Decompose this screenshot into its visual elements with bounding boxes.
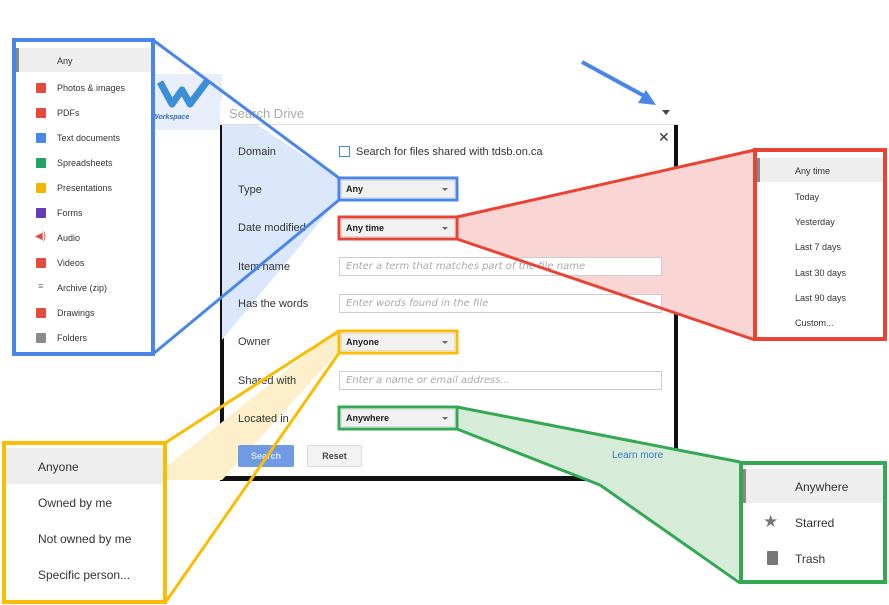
- owner-option-anyone[interactable]: Anyone: [6, 448, 163, 484]
- close-icon[interactable]: ✕: [658, 129, 670, 145]
- located-in-select[interactable]: Anywhere: [341, 409, 455, 427]
- type-option-pdfs[interactable]: PDFs: [16, 100, 151, 124]
- type-label: Type: [238, 184, 262, 196]
- type-option-archive[interactable]: ≡ Archive (zip): [38, 281, 108, 293]
- audio-icon: ◀): [35, 231, 47, 242]
- owner-option-not-owned-by-me[interactable]: Not owned by me: [38, 532, 132, 546]
- location-option-trash[interactable]: Trash: [743, 541, 883, 575]
- workspace-logo: Workspace: [152, 74, 222, 130]
- date-modified-select-value: Any time: [346, 223, 385, 233]
- search-drive-bar[interactable]: Search Drive: [220, 101, 678, 125]
- logo-text: Workspace: [152, 114, 190, 121]
- domain-label: Domain: [238, 146, 276, 158]
- has-words-input[interactable]: Enter words found in the file: [339, 294, 662, 313]
- type-option-folders[interactable]: Folders: [16, 325, 151, 349]
- video-icon: [36, 258, 46, 268]
- item-name-label: Item name: [238, 261, 290, 273]
- document-icon: [36, 133, 46, 143]
- type-option-audio[interactable]: ◀) Audio: [35, 231, 81, 243]
- shared-with-input[interactable]: Enter a name or email address...: [339, 371, 662, 390]
- location-option-starred[interactable]: ★ Starred: [763, 512, 835, 531]
- chevron-down-icon: [442, 188, 448, 191]
- owner-select-value: Anyone: [346, 337, 380, 347]
- type-option-text-documents[interactable]: Text documents: [16, 125, 151, 149]
- date-option-last-90-days[interactable]: Last 90 days: [795, 293, 847, 303]
- located-in-menu: Anywhere ★ Starred Trash: [739, 461, 887, 584]
- type-select[interactable]: Any: [341, 180, 455, 198]
- owner-label: Owner: [238, 336, 271, 348]
- search-button[interactable]: Search: [238, 445, 294, 467]
- type-select-value: Any: [346, 184, 364, 194]
- search-input[interactable]: Search Drive: [229, 106, 305, 121]
- item-name-input[interactable]: Enter a term that matches part of the fi…: [339, 257, 662, 276]
- location-option-anywhere[interactable]: Anywhere: [743, 469, 883, 503]
- forms-icon: [36, 208, 46, 218]
- domain-checkbox[interactable]: [339, 146, 350, 157]
- type-option-photos[interactable]: Photos & images: [16, 75, 151, 99]
- star-icon: ★: [763, 512, 779, 531]
- learn-more-link[interactable]: Learn more: [612, 450, 664, 461]
- located-in-select-value: Anywhere: [346, 413, 390, 423]
- type-option-any[interactable]: Any: [16, 48, 151, 72]
- archive-icon: ≡: [38, 281, 44, 291]
- located-in-label: Located in: [238, 413, 289, 425]
- chevron-down-icon: [442, 341, 448, 344]
- has-words-label: Has the words: [238, 298, 309, 310]
- type-option-presentations[interactable]: Presentations: [16, 175, 151, 199]
- date-option-last-30-days[interactable]: Last 30 days: [795, 268, 847, 278]
- owner-select[interactable]: Anyone: [341, 333, 455, 351]
- pdf-icon: [36, 108, 46, 118]
- date-option-any-time[interactable]: Any time: [757, 158, 883, 182]
- search-options-caret-icon[interactable]: [662, 110, 670, 115]
- date-option-custom[interactable]: Custom...: [795, 318, 834, 328]
- reset-button[interactable]: Reset: [307, 445, 362, 467]
- date-modified-select[interactable]: Any time: [341, 219, 455, 237]
- logo-mark-icon: [156, 77, 211, 108]
- drawing-icon: [36, 308, 46, 318]
- type-option-forms[interactable]: Forms: [16, 200, 151, 224]
- chevron-down-icon: [442, 417, 448, 420]
- image-icon: [36, 83, 46, 93]
- spreadsheet-icon: [36, 158, 46, 168]
- shared-with-label: Shared with: [238, 375, 297, 387]
- domain-checkbox-label: Search for files shared with tdsb.on.ca: [356, 146, 543, 158]
- date-modified-label: Date modified: [238, 222, 306, 234]
- type-option-videos[interactable]: Videos: [16, 250, 151, 274]
- presentation-icon: [36, 183, 46, 193]
- owner-option-owned-by-me[interactable]: Owned by me: [38, 496, 113, 510]
- type-option-drawings[interactable]: Drawings: [16, 300, 151, 324]
- date-option-last-7-days[interactable]: Last 7 days: [795, 242, 842, 252]
- type-option-spreadsheets[interactable]: Spreadsheets: [16, 150, 151, 174]
- date-option-today[interactable]: Today: [795, 192, 820, 202]
- owner-menu: Anyone Owned by me Not owned by me Speci…: [2, 441, 167, 604]
- date-modified-menu: Any time Today Yesterday Last 7 days Las…: [753, 148, 887, 341]
- date-option-yesterday[interactable]: Yesterday: [795, 217, 835, 227]
- chevron-down-icon: [442, 227, 448, 230]
- folder-icon: [36, 333, 46, 343]
- trash-icon: [767, 551, 778, 565]
- type-menu: Any Photos & images PDFs Text documents …: [12, 38, 155, 356]
- owner-option-specific-person[interactable]: Specific person...: [38, 568, 131, 582]
